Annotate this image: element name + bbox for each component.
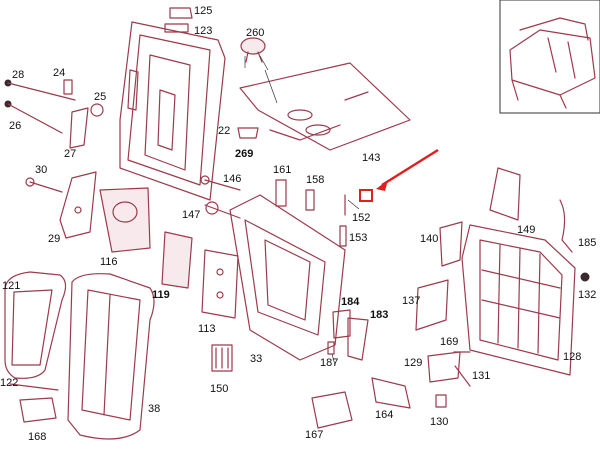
label-131: 131 (472, 370, 490, 382)
knob-part (240, 37, 266, 63)
label-137: 137 (402, 295, 420, 307)
stud-158 (305, 189, 315, 211)
bolt-28 (4, 79, 76, 101)
bracket-119 (161, 231, 193, 289)
label-140: 140 (420, 233, 438, 245)
part-164 (371, 377, 411, 409)
hinge-27 (69, 107, 89, 149)
label-22: 22 (218, 125, 230, 137)
seat-cover-38 (67, 273, 155, 440)
label-185: 185 (578, 237, 596, 249)
bracket-113 (201, 249, 239, 319)
label-146: 146 (223, 173, 241, 185)
label-260: 260 (246, 27, 264, 39)
part-184 (332, 309, 351, 339)
cushion-121 (4, 271, 67, 379)
label-158: 158 (306, 174, 324, 186)
screw-132 (580, 272, 590, 282)
label-123: 123 (194, 25, 212, 37)
clip-part (164, 7, 193, 33)
label-164: 164 (375, 409, 393, 421)
part-130 (435, 394, 447, 408)
bracket-part (237, 127, 259, 139)
screw-147 (204, 201, 241, 219)
seat-frame-33 (229, 194, 346, 361)
label-169: 169 (440, 336, 458, 348)
pin-24 (63, 79, 73, 95)
pin-30 (25, 177, 63, 193)
highlight-marker (359, 189, 373, 202)
part-137 (415, 279, 449, 331)
label-147: 147 (182, 209, 200, 221)
pad-168 (19, 397, 57, 423)
label-24: 24 (53, 67, 65, 79)
label-28: 28 (12, 69, 24, 81)
label-129: 129 (404, 357, 422, 369)
label-130: 130 (430, 416, 448, 428)
label-184: 184 (341, 296, 360, 308)
label-149: 149 (517, 224, 535, 236)
part-129 (427, 351, 461, 383)
label-152: 152 (352, 212, 370, 224)
label-121: 121 (2, 280, 20, 292)
label-30: 30 (35, 164, 47, 176)
label-143: 143 (362, 152, 380, 164)
label-150: 150 (210, 383, 228, 395)
part-167 (311, 391, 353, 429)
label-119: 119 (152, 289, 170, 301)
label-26: 26 (9, 120, 21, 132)
label-38: 38 (148, 403, 160, 415)
label-25: 25 (94, 91, 106, 103)
label-128: 128 (563, 351, 581, 363)
floor-panel (239, 62, 411, 151)
label-27: 27 (64, 148, 76, 160)
label-183: 183 (370, 309, 388, 321)
leader-lines (244, 55, 360, 366)
bracket-29 (59, 171, 97, 239)
part-140 (439, 221, 463, 267)
seat-back-frame (119, 21, 226, 201)
label-29: 29 (48, 233, 60, 245)
part-labels: 125 123 260 28 24 25 26 27 22 269 143 30… (0, 5, 596, 443)
bolt-26 (4, 100, 63, 134)
label-125: 125 (194, 5, 212, 17)
label-33: 33 (250, 353, 262, 365)
part-187 (327, 341, 335, 355)
label-269: 269 (235, 148, 253, 160)
inset-thumbnail (499, 0, 600, 114)
label-116: 116 (100, 256, 118, 268)
label-161: 161 (273, 164, 291, 176)
label-153: 153 (349, 232, 367, 244)
part-150 (211, 344, 233, 372)
label-122: 122 (0, 377, 18, 389)
label-187: 187 (320, 357, 338, 369)
bracket-149 (489, 167, 521, 221)
cable-185 (559, 199, 573, 253)
red-arrow (376, 148, 439, 191)
pin-153 (339, 225, 347, 247)
pad-116 (99, 187, 151, 253)
back-frame-128 (461, 224, 576, 376)
label-167: 167 (305, 429, 323, 441)
screw-146 (200, 175, 241, 191)
nut-25 (90, 103, 104, 117)
stud-161 (275, 179, 287, 207)
part-183 (347, 317, 369, 361)
label-132: 132 (578, 289, 596, 301)
label-113: 113 (198, 323, 216, 335)
label-168: 168 (28, 431, 46, 443)
pin-131 (454, 365, 471, 387)
rod-122 (9, 383, 59, 391)
